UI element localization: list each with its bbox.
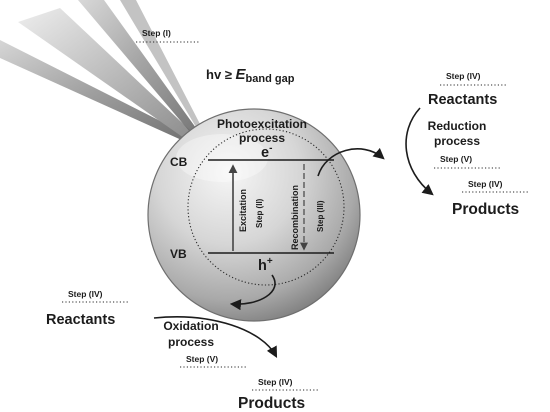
electron-symbol: e- — [261, 143, 272, 161]
vb-label: VB — [170, 247, 187, 261]
cb-label: CB — [170, 155, 188, 169]
reduction-process-line1: Reduction — [428, 119, 487, 133]
oxidation-process-line1: Oxidation — [163, 319, 218, 333]
oxidation-process-arrow — [153, 316, 278, 358]
inner-dotted-boundary — [187, 128, 345, 286]
photoexcitation-label-line1: Photoexcitation — [217, 117, 307, 131]
photoexcitation-label-line2: process — [239, 131, 285, 145]
hole-symbol: h+ — [258, 256, 273, 274]
oxidation-process-line2: process — [168, 335, 214, 349]
reduction-step-4-top: Step (IV) — [446, 71, 481, 81]
oxidation-step-5: Step (V) — [186, 354, 218, 364]
semiconductor-particle — [147, 108, 361, 322]
hole-transfer-arrow — [229, 274, 276, 311]
excitation-label: Excitation — [238, 189, 248, 232]
step-3-label: Step (III) — [316, 200, 325, 232]
reduction-process-arrow — [405, 107, 434, 196]
oxidation-products-label: Products — [238, 395, 305, 412]
reduction-process-line2: process — [434, 134, 480, 148]
reduction-products-label: Products — [452, 201, 519, 218]
step-1-label: Step (I) — [142, 28, 171, 38]
recombination-label: Recombination — [290, 185, 300, 250]
oxidation-step-4-top: Step (IV) — [68, 289, 103, 299]
reduction-step-4-bottom: Step (IV) — [468, 179, 503, 189]
oxidation-reactants-label: Reactants — [46, 312, 115, 328]
light-beam — [0, 0, 200, 142]
electron-transfer-arrow — [317, 147, 385, 177]
reduction-reactants-label: Reactants — [428, 92, 497, 108]
oxidation-step-4-bottom: Step (IV) — [258, 377, 293, 387]
step-2-label: Step (II) — [255, 198, 264, 228]
reduction-step-5: Step (V) — [440, 154, 472, 164]
particle-highlight — [176, 134, 268, 182]
band-gap-equation: hv ≥ Eband gap — [206, 66, 295, 85]
